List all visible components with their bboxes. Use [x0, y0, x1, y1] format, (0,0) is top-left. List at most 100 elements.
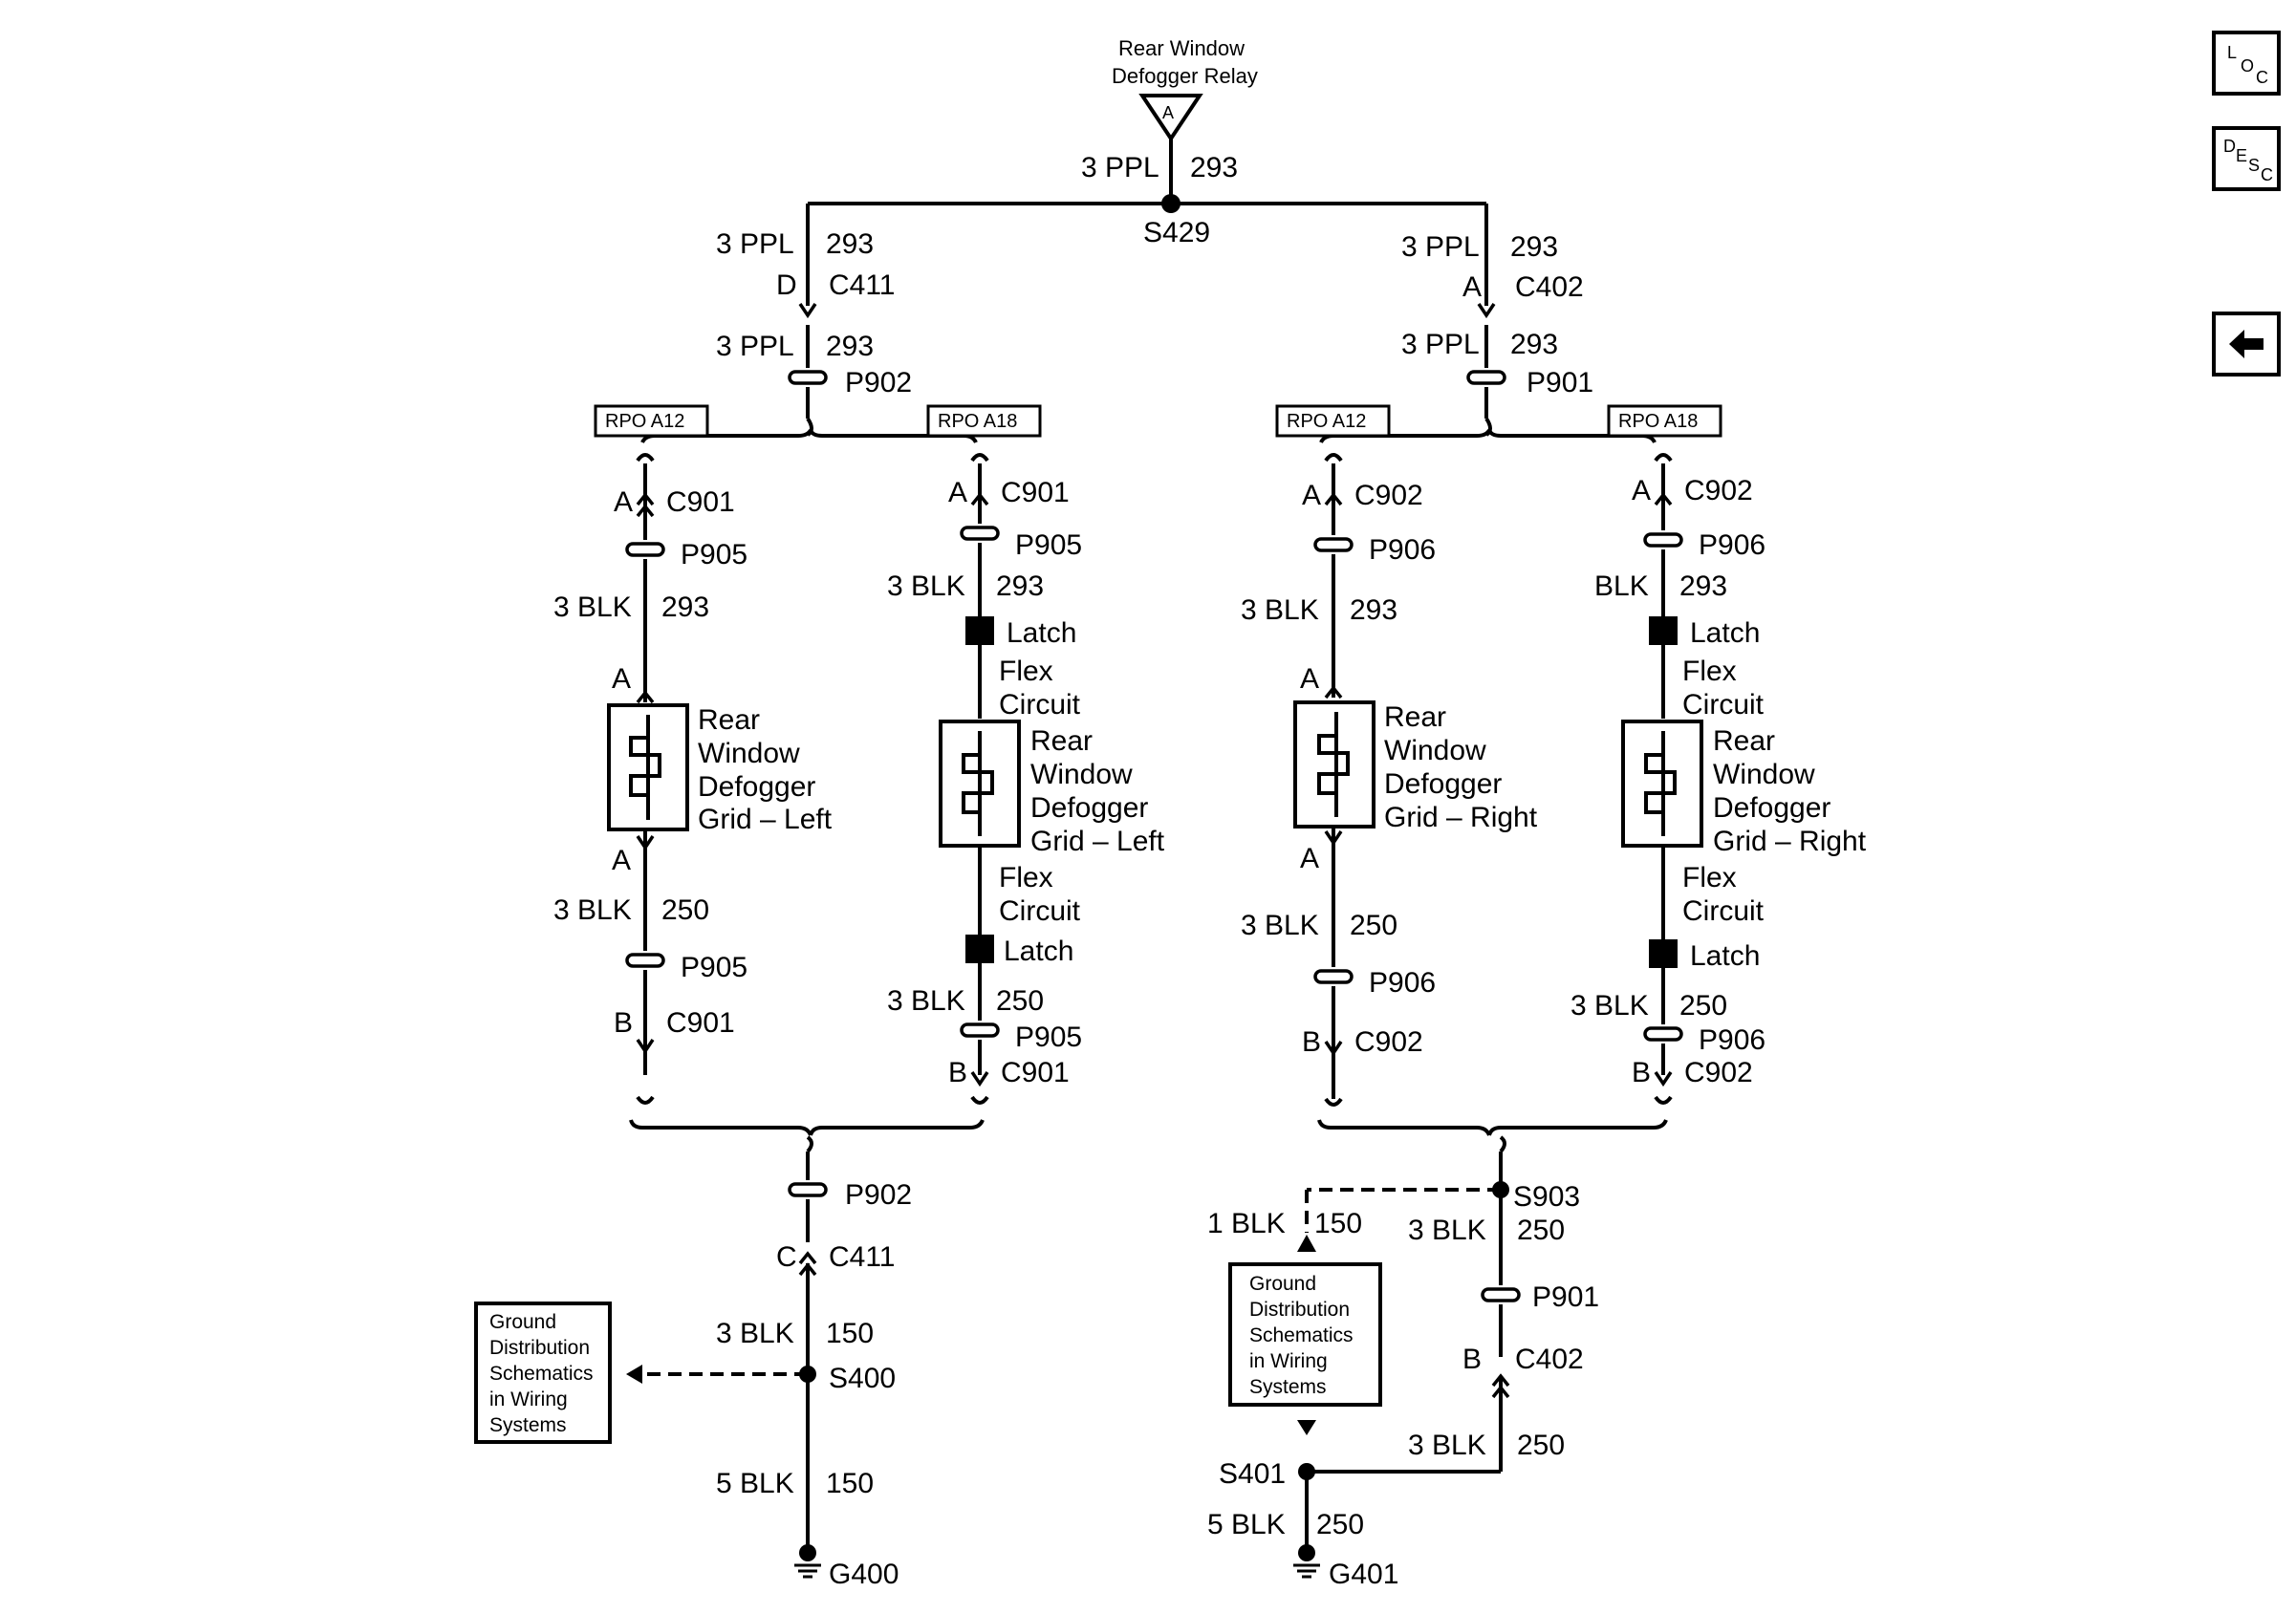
latch-block [1649, 616, 1678, 645]
circuit-label: 250 [1517, 1215, 1565, 1246]
circuit-label: 250 [1350, 910, 1397, 941]
flex-label: Flex [1682, 862, 1737, 893]
component-label: Rear [698, 704, 760, 736]
latch-block [965, 616, 994, 645]
wire-color-label: 3 BLK [553, 894, 632, 926]
pin-label: A [612, 663, 631, 695]
ground-box-text: Schematics [489, 1363, 594, 1385]
connector-label-c402: C402 [1515, 271, 1584, 303]
pin-label: B [1302, 1026, 1321, 1058]
flex-label: Flex [999, 656, 1053, 687]
wire-color-label: 3 BLK [1241, 910, 1319, 941]
component-label: Window [698, 738, 800, 769]
flex-label: Flex [999, 862, 1053, 893]
ground-label-g401: G401 [1329, 1559, 1398, 1590]
connector-label-c902: C902 [1684, 475, 1753, 506]
pin-label: A [1462, 271, 1482, 303]
desc-letter: S [2248, 156, 2261, 175]
circuit-label: 293 [661, 592, 709, 623]
connector-label-c902: C902 [1354, 1026, 1423, 1058]
circuit-label: 150 [826, 1318, 874, 1349]
wire-color-label: 3 BLK [716, 1318, 794, 1349]
splice-label-s903: S903 [1513, 1181, 1580, 1213]
pin-label: A [1632, 475, 1651, 506]
connector-label-p906: P906 [1699, 1024, 1765, 1056]
loc-button[interactable]: L O C [2212, 31, 2281, 96]
component-label: Window [1030, 759, 1133, 790]
wire-color-label: 3 BLK [1241, 594, 1319, 626]
ground-dot-g401 [1298, 1544, 1315, 1561]
arrow-head [626, 1365, 642, 1384]
connector-label-p901: P901 [1532, 1281, 1599, 1313]
relay-triangle [1138, 94, 1203, 142]
component-label: Grid – Left [1030, 826, 1165, 857]
component-label: Rear [1384, 701, 1446, 733]
pin-label: B [1462, 1344, 1482, 1375]
wire-color-label: 3 PPL [716, 331, 794, 362]
connector-label-p905: P905 [681, 952, 747, 983]
connector-label-c902: C902 [1354, 480, 1423, 511]
circuit-label: 250 [1316, 1509, 1364, 1540]
desc-letter: C [2261, 165, 2273, 184]
circuit-label: 293 [1510, 231, 1558, 263]
component-label: Defogger [1030, 792, 1148, 824]
flex-label: Circuit [1682, 689, 1765, 721]
splice-dot-s401 [1298, 1463, 1315, 1480]
pin-label: A [614, 486, 633, 518]
rpo-a18-label: RPO A18 [938, 411, 1017, 432]
connector-label-c901: C901 [666, 486, 735, 518]
circuit-label: 293 [1350, 594, 1397, 626]
circuit-label: 250 [1517, 1430, 1565, 1461]
back-button[interactable] [2212, 312, 2281, 377]
wire-color-label: 3 PPL [1401, 231, 1480, 263]
pin-label: C [776, 1241, 797, 1273]
ground-box-text: Distribution [1249, 1299, 1350, 1321]
component-label: Window [1384, 735, 1486, 766]
connector-label-c902: C902 [1684, 1057, 1753, 1088]
circuit-label: 293 [1510, 329, 1558, 360]
flex-label: Circuit [999, 689, 1081, 721]
latch-label: Latch [1007, 617, 1076, 649]
desc-letter: E [2236, 146, 2248, 165]
ground-box-text: in Wiring [489, 1388, 568, 1410]
pin-label: B [1632, 1057, 1651, 1088]
wire-color-label: 5 BLK [1207, 1509, 1286, 1540]
latch-label: Latch [1690, 940, 1760, 972]
pin-label: A [1300, 663, 1319, 695]
desc-button[interactable]: D E S C [2212, 126, 2281, 191]
wire-color-label: 3 PPL [716, 228, 794, 260]
rpo-a12-label: RPO A12 [605, 411, 684, 432]
pin-label: A [612, 845, 631, 876]
ground-label-g400: G400 [829, 1559, 899, 1590]
wire-color-label: 3 BLK [553, 592, 632, 623]
component-label: Window [1713, 759, 1815, 790]
latch-label: Latch [1690, 617, 1760, 649]
loc-letter: O [2241, 56, 2255, 75]
pin-label: B [614, 1007, 633, 1039]
component-label: Rear [1713, 725, 1775, 757]
connector-label-c411: C411 [829, 1241, 896, 1273]
wire-color-label: 3 PPL [1081, 152, 1159, 183]
wire-color-label: 3 BLK [1408, 1430, 1486, 1461]
flex-label: Circuit [999, 895, 1081, 927]
component-label: Defogger [1384, 768, 1502, 800]
ground-box-text: Systems [489, 1414, 567, 1436]
left-arrow-icon [2229, 330, 2264, 358]
pin-label: A [948, 477, 967, 508]
circuit-label: 293 [826, 331, 874, 362]
splice-dot-s903 [1492, 1181, 1509, 1198]
circuit-label: 250 [1679, 990, 1727, 1022]
connector-label-c901: C901 [666, 1007, 735, 1039]
wire-color-label: 3 BLK [1408, 1215, 1486, 1246]
connector-label-p906: P906 [1369, 967, 1436, 999]
wire-color-label: 5 BLK [716, 1468, 794, 1499]
component-label: Grid – Left [698, 804, 833, 835]
splice-label-s400: S400 [829, 1363, 896, 1394]
rpo-a12-label: RPO A12 [1287, 411, 1366, 432]
relay-title-line1: Rear Window [1118, 36, 1245, 60]
circuit-label: 250 [996, 985, 1044, 1017]
circuit-label: 250 [661, 894, 709, 926]
connector-label-p901: P901 [1527, 367, 1593, 398]
arrow-head [1297, 1420, 1316, 1435]
